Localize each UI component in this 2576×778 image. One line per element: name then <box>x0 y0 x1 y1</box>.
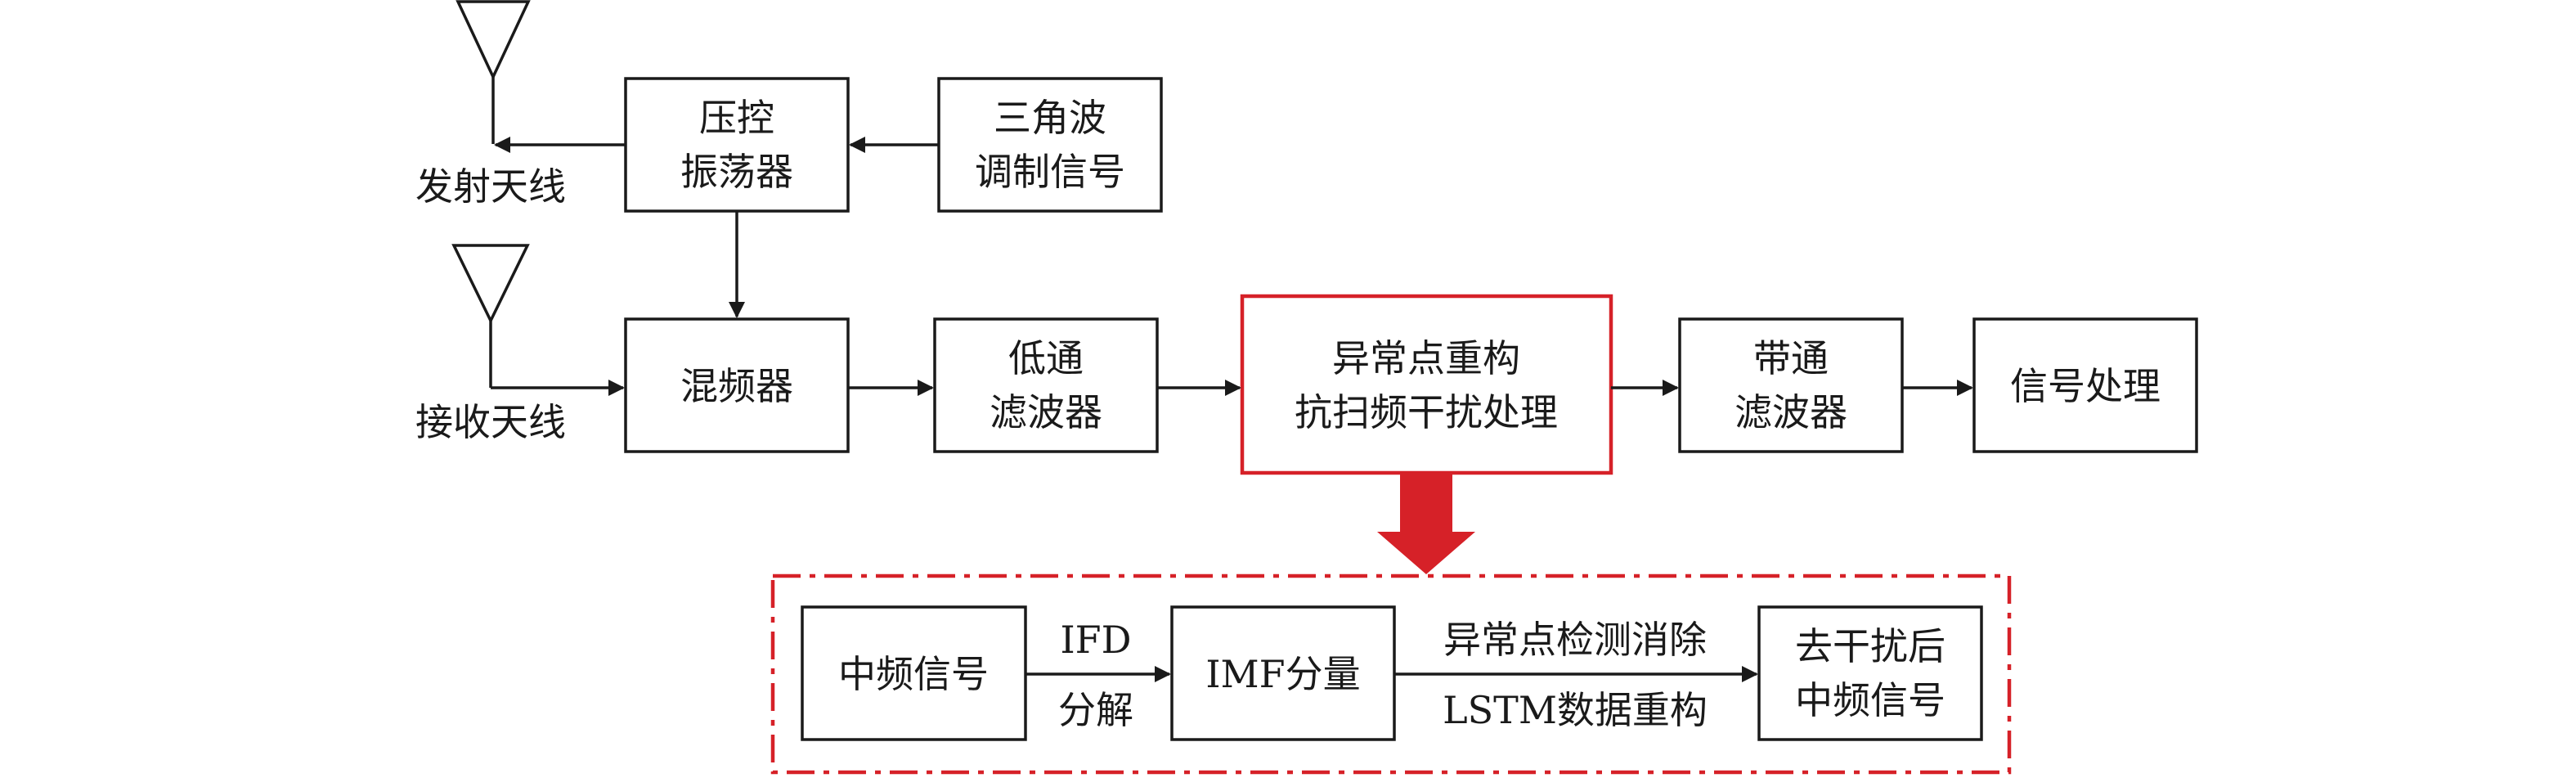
imf-component-label: IMF分量 <box>1205 652 1360 696</box>
lowpass-label-line1: 低通 <box>1008 336 1084 380</box>
anti-jamming-label-line1: 异常点重构 <box>1332 336 1520 380</box>
ifd-label-line1: IFD <box>1061 618 1132 662</box>
clean-if-signal-block <box>1757 605 1983 741</box>
ifd-label-line2: 分解 <box>1058 688 1133 732</box>
anti-jamming-block <box>1240 294 1613 475</box>
lowpass-label-line2: 滤波器 <box>990 390 1102 434</box>
if-signal-label: 中频信号 <box>838 652 989 696</box>
receive-antenna-label: 接收天线 <box>415 400 566 444</box>
detail-frame <box>770 573 2012 775</box>
if-signal-block <box>801 605 1027 741</box>
mixer-label: 混频器 <box>680 364 793 408</box>
transmit-antenna-icon <box>456 0 531 144</box>
signal-processing-block <box>1972 317 2198 453</box>
bandpass-filter-block <box>1678 317 1904 453</box>
signal-processing-label: 信号处理 <box>2010 364 2161 408</box>
clean-if-label-line1: 去干扰后 <box>1795 624 1945 668</box>
anomaly-detection-label: 异常点检测消除 <box>1443 618 1707 662</box>
triangle-wave-block <box>937 77 1163 213</box>
transmit-antenna-label: 发射天线 <box>415 164 566 209</box>
anti-jamming-label-line2: 抗扫频干扰处理 <box>1295 390 1558 434</box>
expand-down-arrow-icon <box>1377 474 1475 574</box>
bandpass-label-line2: 滤波器 <box>1735 390 1847 434</box>
clean-if-label-line2: 中频信号 <box>1795 678 1945 722</box>
triangle-wave-label-line1: 三角波 <box>994 96 1106 140</box>
lstm-reconstruction-label: LSTM数据重构 <box>1443 688 1708 732</box>
lowpass-filter-block <box>933 317 1159 453</box>
bandpass-label-line1: 带通 <box>1753 336 1829 380</box>
mixer-block <box>624 317 850 453</box>
vco-label-line1: 压控 <box>699 96 774 140</box>
triangle-wave-label-line2: 调制信号 <box>975 150 1125 194</box>
receive-antenna-icon <box>451 244 530 388</box>
vco-label-line2: 振荡器 <box>680 150 793 194</box>
